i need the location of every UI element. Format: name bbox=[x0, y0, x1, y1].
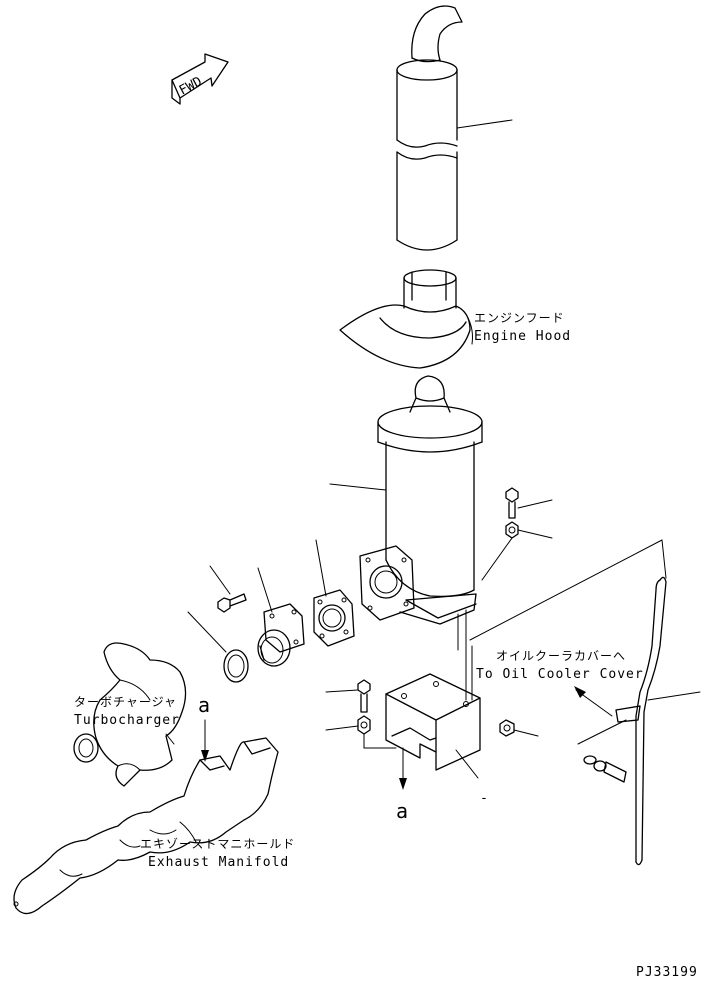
fwd-label: FWD bbox=[177, 74, 205, 98]
gasket bbox=[313, 589, 355, 647]
leader-bracket bbox=[455, 749, 479, 779]
nut-bracket bbox=[357, 715, 371, 735]
ref-a-top-arrowhead-icon bbox=[201, 750, 209, 762]
bolt-upper bbox=[505, 487, 519, 519]
oil-cooler-en-label: To Oil Cooler Cover bbox=[476, 667, 644, 682]
nut-right bbox=[499, 719, 515, 737]
leader-bolt-bracket bbox=[325, 689, 359, 693]
mounting-bracket bbox=[385, 673, 481, 771]
leader-seal-ring bbox=[187, 611, 227, 653]
leader-stay-top bbox=[661, 539, 667, 579]
drawing-code: PJ33199 bbox=[636, 965, 698, 980]
turbocharger-en-label: Turbocharger bbox=[74, 713, 180, 728]
ref-a-bottom-label: a bbox=[396, 799, 408, 823]
muffler bbox=[359, 375, 483, 625]
oil-cooler-arrowhead-icon bbox=[574, 686, 586, 698]
turbocharger bbox=[73, 642, 187, 787]
engine-hood-jp-label: エンジンフード bbox=[474, 311, 565, 325]
leader-gasket bbox=[315, 539, 327, 597]
leader-nut-upper bbox=[517, 529, 553, 539]
fwd-arrow-icon: FWD bbox=[171, 53, 229, 105]
manifold-jp-label: エキゾーストマニホールド bbox=[140, 837, 295, 851]
engine-hood-pipe bbox=[339, 269, 471, 369]
leader-nut-to-bracket bbox=[363, 733, 397, 749]
manifold-en-label: Exhaust Manifold bbox=[148, 855, 289, 870]
oil-cooler-jp-label: オイルクーラカバーへ bbox=[496, 649, 626, 663]
ref-a-top-label: a bbox=[198, 693, 210, 717]
flange-pipe bbox=[257, 603, 305, 667]
turbocharger-jp-label: ターボチャージャ bbox=[74, 695, 177, 709]
bolt-bracket bbox=[357, 679, 371, 713]
leader-engine-hood bbox=[467, 317, 473, 345]
leader-bolt-upper bbox=[517, 499, 553, 509]
leader-manifold bbox=[179, 821, 197, 843]
bolt-left bbox=[217, 593, 247, 613]
ref-a-bottom-arrowhead-icon bbox=[399, 778, 407, 790]
bracket-dash-label: - bbox=[480, 791, 489, 806]
stay-to-muffler-line bbox=[469, 539, 663, 641]
stay-washer-bolt bbox=[583, 755, 627, 783]
leader-nut-bracket bbox=[325, 725, 359, 731]
leader-stay-rod bbox=[647, 691, 701, 701]
nut-upper bbox=[505, 521, 519, 539]
tail-pipe bbox=[396, 5, 463, 251]
seal-ring bbox=[223, 649, 249, 683]
leader-muffler bbox=[329, 483, 387, 491]
leader-nut-to-muffler bbox=[481, 537, 513, 581]
leader-tail-pipe bbox=[456, 119, 513, 129]
leader-flange-pipe bbox=[257, 567, 273, 613]
engine-hood-en-label: Engine Hood bbox=[474, 329, 571, 344]
leader-bolt-left bbox=[209, 565, 231, 595]
stay-rod bbox=[615, 576, 667, 866]
leader-stay-bolt bbox=[577, 719, 627, 745]
exhaust-manifold bbox=[13, 737, 279, 915]
leader-turbo bbox=[165, 733, 175, 745]
leader-nut-right bbox=[513, 729, 539, 737]
